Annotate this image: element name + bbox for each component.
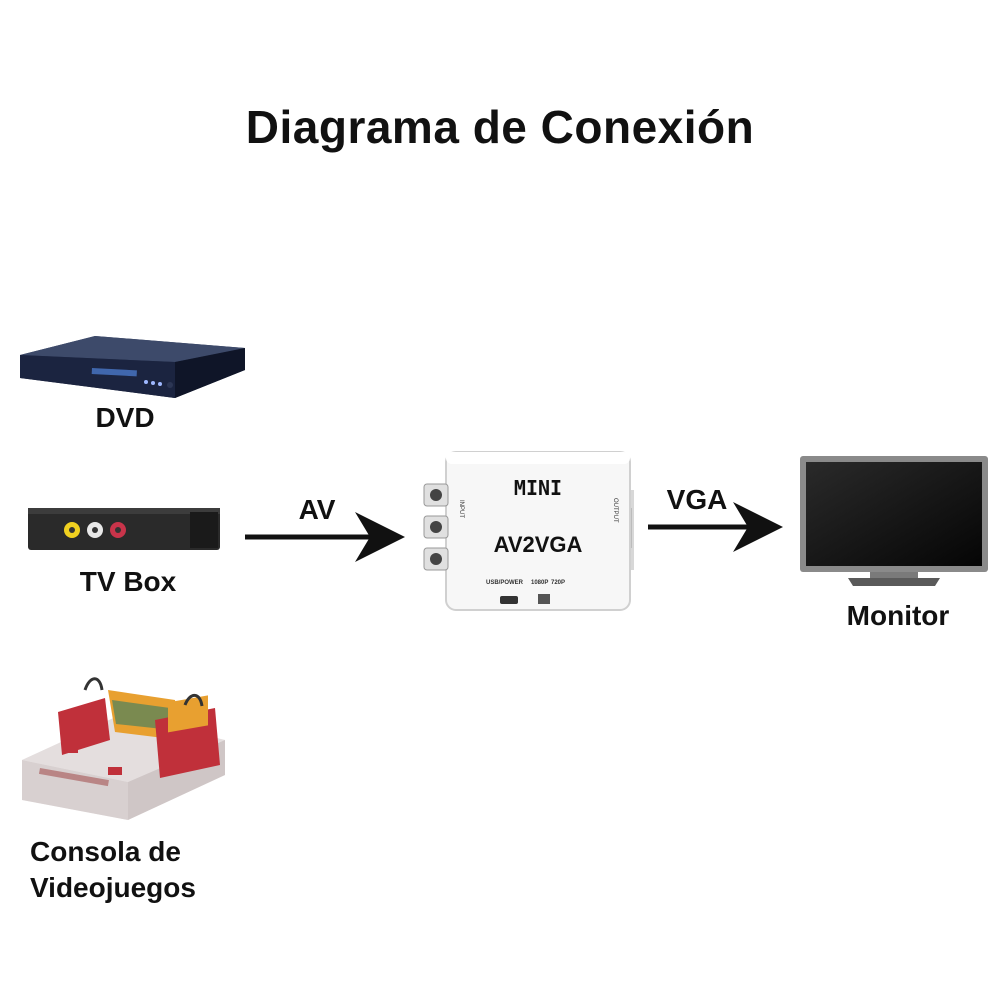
- page-title: Diagrama de Conexión: [245, 101, 755, 153]
- dvd-label: DVD: [95, 402, 155, 433]
- converter-model: AV2VGA: [494, 532, 583, 557]
- av2vga-converter-icon: MINI AV2VGA INPUT OUTPUT USB/POWER 1080P…: [423, 451, 634, 611]
- converter-input-label: INPUT: [458, 500, 464, 518]
- converter-brand: MINI: [514, 476, 562, 500]
- monitor-icon: [800, 456, 988, 586]
- game-console-icon: [22, 677, 225, 820]
- converter-switch-720-label: 720P: [551, 580, 565, 586]
- rca-input-ports: [423, 483, 449, 571]
- tv-box-icon: [28, 508, 220, 550]
- converter-power-label: USB/POWER: [486, 580, 524, 586]
- monitor-label: Monitor: [846, 600, 950, 631]
- vga-connection-label: VGA: [666, 484, 728, 515]
- game-console-label-line2: Videojuegos: [30, 872, 196, 903]
- av-connection-label: AV: [298, 494, 336, 525]
- dvd-player-icon: [20, 336, 245, 398]
- game-console-label-line1: Consola de: [30, 836, 181, 867]
- converter-switch-1080-label: 1080P: [531, 580, 548, 586]
- game-console-label: Consola de Videojuegos: [30, 834, 230, 906]
- tv-box-label: TV Box: [79, 566, 177, 597]
- converter-output-label: OUTPUT: [612, 498, 618, 523]
